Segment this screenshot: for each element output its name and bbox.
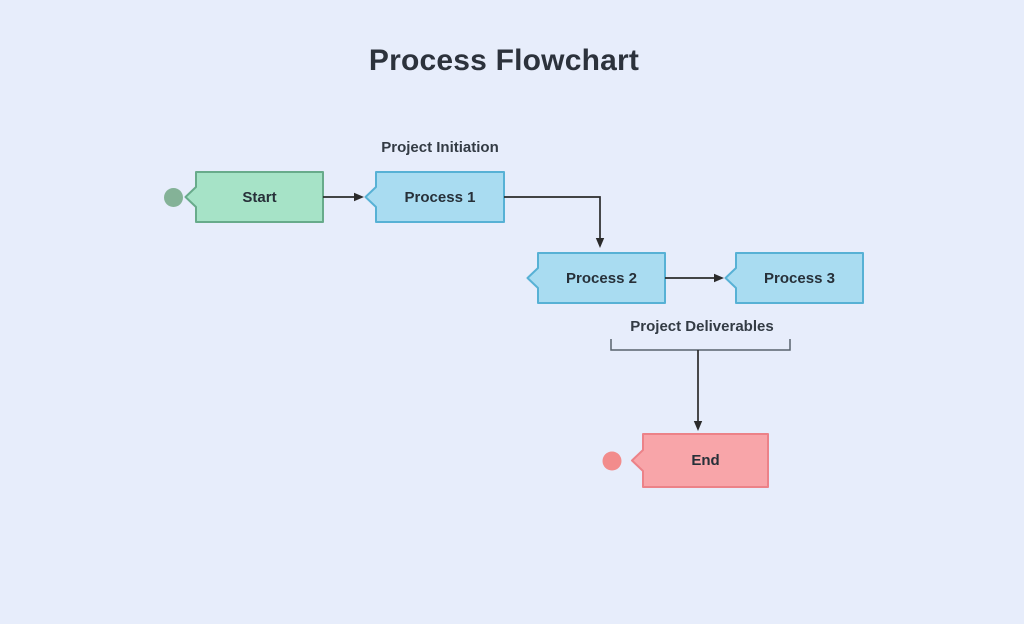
connector-process1-to-process2 [504, 196, 601, 239]
end-node-shape [631, 433, 769, 488]
connector-bracket-to-end-arrowhead-icon [693, 421, 703, 431]
process2-node-shape [526, 252, 666, 304]
page-title: Process Flowchart [368, 44, 640, 77]
connector-start-to-process1-arrowhead-icon [354, 192, 364, 202]
process2-node[interactable]: Process 2 [566, 269, 637, 287]
annotation-project-initiation: Project Initiation [381, 139, 499, 156]
start-node[interactable]: Start [242, 188, 277, 206]
end-marker-dot [602, 451, 622, 471]
deliverables-bracket [610, 339, 791, 351]
process3-node-shape [724, 252, 864, 304]
end-node[interactable]: End [691, 452, 720, 469]
connector-process2-to-process3-arrowhead-icon [714, 273, 724, 283]
process1-node[interactable]: Process 1 [404, 188, 476, 206]
annotation-project-deliverables: Project Deliverables [630, 318, 774, 335]
start-marker-dot [164, 188, 183, 207]
process3-node[interactable]: Process 3 [764, 269, 835, 287]
start-node-shape [184, 171, 324, 223]
connector-process1-to-process2-arrowhead-icon [595, 238, 605, 248]
process1-node-shape [364, 171, 505, 223]
